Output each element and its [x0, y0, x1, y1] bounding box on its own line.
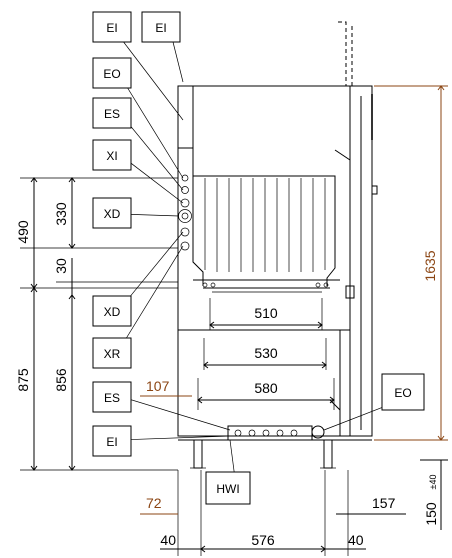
- svg-text:ES: ES: [104, 391, 120, 405]
- height-dimension: 1635: [374, 85, 448, 441]
- dim-875: 875: [15, 368, 31, 392]
- dim-150: 150: [423, 502, 439, 526]
- svg-text:HWI: HWI: [216, 482, 239, 496]
- callout-eo-right: EO: [381, 373, 425, 411]
- svg-text:XD: XD: [104, 207, 121, 221]
- machine-body: [177, 21, 378, 469]
- dim-510: 510: [254, 305, 278, 321]
- svg-text:EO: EO: [394, 386, 411, 400]
- svg-text:EI: EI: [106, 435, 117, 449]
- callout-es-bottom: ES: [92, 381, 132, 413]
- svg-text:EI: EI: [106, 21, 117, 35]
- dim-576: 576: [251, 532, 275, 548]
- svg-text:XD: XD: [104, 305, 121, 319]
- leader-lines: [118, 21, 397, 487]
- hood-slats: [204, 178, 326, 272]
- dim-580: 580: [254, 380, 278, 396]
- callout-xi: XI: [92, 139, 132, 171]
- dim-30: 30: [53, 258, 69, 274]
- dim-530: 530: [254, 345, 278, 361]
- svg-text:ES: ES: [104, 107, 120, 121]
- callout-xd-top: XD: [92, 197, 132, 229]
- dim-157: 157: [372, 495, 396, 511]
- left-dimensions: 490 330 30 875 856: [15, 177, 178, 471]
- dim-40-left: 40: [160, 532, 176, 548]
- callout-xd-mid: XD: [92, 295, 132, 327]
- callout-ei-bottom: EI: [92, 425, 132, 457]
- callout-xr: XR: [92, 337, 132, 369]
- callout-ei-top-left: EI: [92, 11, 132, 43]
- dim-40-right: 40: [348, 532, 364, 548]
- dim-72: 72: [146, 495, 162, 511]
- callout-hwi: HWI: [205, 471, 251, 505]
- callout-es-top: ES: [92, 97, 132, 129]
- dim-490: 490: [15, 220, 31, 244]
- svg-text:EO: EO: [103, 67, 120, 81]
- dim-856: 856: [53, 368, 69, 392]
- dim-107: 107: [146, 378, 170, 394]
- bottom-dimensions: 72 157 150 ±40 40 576 40: [140, 459, 448, 556]
- svg-text:XR: XR: [104, 347, 121, 361]
- dim-150-tolerance: ±40: [428, 475, 438, 490]
- callout-labels: EI EI EO ES XI XD XD XR: [92, 11, 425, 505]
- callout-eo-top: EO: [92, 57, 132, 89]
- svg-text:XI: XI: [106, 149, 117, 163]
- svg-text:EI: EI: [155, 21, 166, 35]
- dim-1635: 1635: [422, 250, 438, 281]
- dim-330: 330: [53, 202, 69, 226]
- width-dimensions: 510 530 580 107: [140, 298, 335, 410]
- callout-ei-top-right: EI: [141, 11, 181, 43]
